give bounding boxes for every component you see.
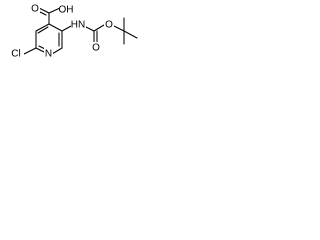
chlorine-label: Cl (11, 49, 20, 60)
bond-carboxyl-carbon-to-oh (48, 7, 61, 14)
ring-bond-c1-c2-inner (37, 26, 49, 34)
ring-bond-c1-c2 (35, 23, 50, 32)
bond-carboxyl-carbon-to-o (38, 7, 50, 14)
label-mask-carboxyl-oh (59, 4, 73, 15)
label-mask-carbamate-carbonyl-oxygen (91, 42, 101, 54)
carboxyl-carbonyl-oxygen-label: O (31, 4, 39, 15)
ring-bond-n-c4 (51, 47, 63, 55)
atom-label-group: OH O N Cl HN O O (8, 3, 114, 60)
bond-carbonyl-carbon-to-ester-oxygen (93, 24, 105, 32)
label-mask-amide-nitrogen (71, 19, 86, 31)
bond-ring-to-chlorine (23, 47, 37, 55)
ring-bond-c3-n (35, 47, 45, 53)
bond-tert-butyl-right-methyl (123, 30, 138, 39)
carbamate-carbonyl-oxygen-label: O (92, 43, 100, 54)
label-mask-carboxyl-o (31, 3, 40, 14)
ester-oxygen-label: O (105, 20, 113, 31)
chemical-structure-diagram: OH O N Cl HN O O (8, 3, 138, 60)
bond-group (23, 7, 138, 55)
amide-nitrogen-label: HN (71, 20, 85, 31)
label-mask-chlorine (8, 48, 24, 60)
label-mask-ring-nitrogen (44, 48, 53, 59)
carboxyl-oh-label: OH (59, 5, 74, 16)
ring-nitrogen-label: N (45, 49, 52, 60)
label-mask-ester-oxygen (104, 19, 114, 31)
ring-bond-c5-c1 (48, 23, 63, 32)
